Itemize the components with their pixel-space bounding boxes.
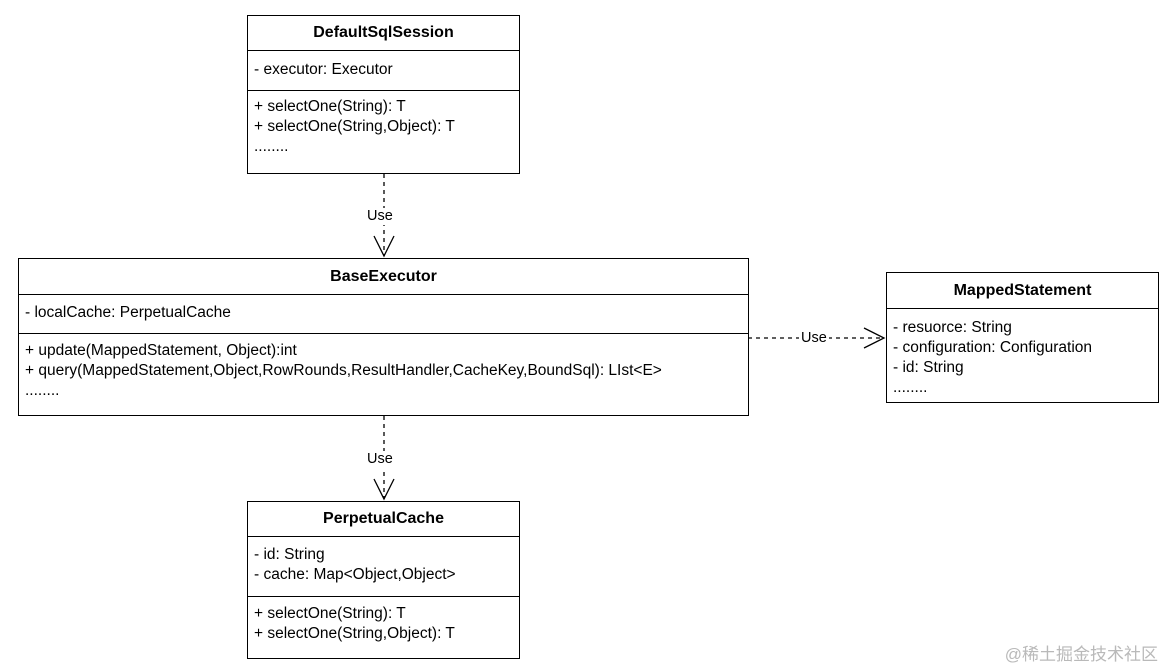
arrowhead-session-to-executor — [373, 235, 395, 258]
operation: ........ — [25, 382, 60, 399]
operation: + query(MappedStatement,Object,RowRounds… — [25, 362, 662, 379]
attribute: - configuration: Configuration — [893, 339, 1093, 356]
class-base-executor[interactable]: BaseExecutor - localCache: PerpetualCach… — [18, 258, 749, 416]
attribute: - localCache: PerpetualCache — [25, 304, 231, 321]
operation: + selectOne(String): T — [254, 605, 406, 622]
class-name: BaseExecutor — [19, 259, 748, 295]
attribute: - resuorce: String — [893, 319, 1012, 336]
class-name: PerpetualCache — [248, 502, 519, 537]
operation: + selectOne(String,Object): T — [254, 118, 455, 135]
class-mapped-statement[interactable]: MappedStatement - resuorce: String - con… — [886, 272, 1159, 403]
attributes-section: - executor: Executor — [248, 51, 519, 91]
attribute: - executor: Executor — [254, 61, 393, 78]
watermark: @稀土掘金技术社区 — [1004, 645, 1158, 664]
class-name: MappedStatement — [887, 273, 1158, 309]
attribute: - cache: Map<Object,Object> — [254, 566, 456, 583]
edge-label-executor-cache: Use — [365, 451, 395, 468]
attribute: - id: String — [893, 359, 964, 376]
operation: + selectOne(String,Object): T — [254, 625, 455, 642]
operation: ........ — [254, 138, 289, 155]
attributes-section: - localCache: PerpetualCache — [19, 295, 748, 334]
class-default-sql-session[interactable]: DefaultSqlSession - executor: Executor +… — [247, 15, 520, 174]
attribute: ........ — [893, 379, 928, 396]
arrowhead-executor-to-mapped — [863, 327, 886, 349]
operations-section: + selectOne(String): T + selectOne(Strin… — [248, 597, 519, 650]
operation: + update(MappedStatement, Object):int — [25, 342, 297, 359]
operations-section: + update(MappedStatement, Object):int + … — [19, 334, 748, 407]
operations-section: + selectOne(String): T + selectOne(Strin… — [248, 91, 519, 163]
attributes-section: - resuorce: String - configuration: Conf… — [887, 309, 1158, 404]
operation: + selectOne(String): T — [254, 98, 406, 115]
edge-label-session-executor: Use — [365, 208, 395, 225]
edge-label-executor-mapped: Use — [799, 330, 829, 347]
attribute: - id: String — [254, 546, 325, 563]
arrowhead-executor-to-cache — [373, 478, 395, 501]
attributes-section: - id: String - cache: Map<Object,Object> — [248, 537, 519, 597]
class-perpetual-cache[interactable]: PerpetualCache - id: String - cache: Map… — [247, 501, 520, 659]
class-name: DefaultSqlSession — [248, 16, 519, 51]
